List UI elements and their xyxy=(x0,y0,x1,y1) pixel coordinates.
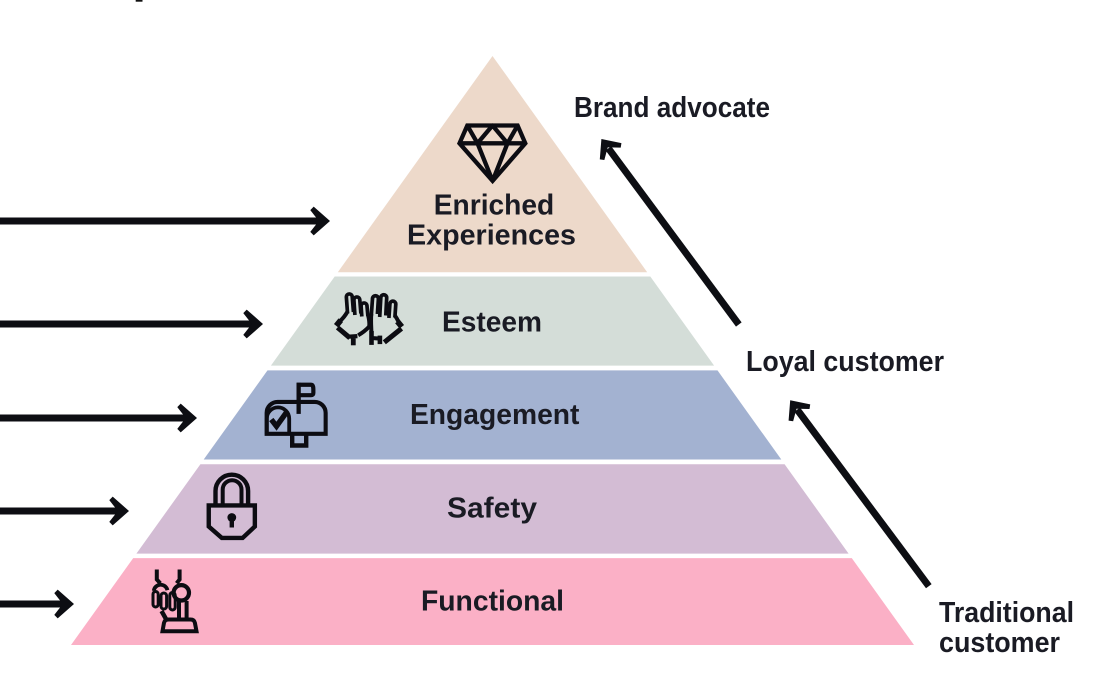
svg-text:Loyal customer: Loyal customer xyxy=(746,346,944,378)
svg-text:Safety: Safety xyxy=(447,493,537,525)
svg-text:Functional: Functional xyxy=(421,586,564,618)
svg-text:Traditional: Traditional xyxy=(939,597,1074,629)
svg-text:customer: customer xyxy=(939,627,1060,659)
svg-text:Engagement: Engagement xyxy=(410,399,580,431)
svg-text:Brand advocate: Brand advocate xyxy=(574,92,770,124)
svg-text:Enriched: Enriched xyxy=(434,189,555,221)
svg-text:Esteem: Esteem xyxy=(442,306,542,338)
svg-text:Experiences: Experiences xyxy=(407,220,576,252)
